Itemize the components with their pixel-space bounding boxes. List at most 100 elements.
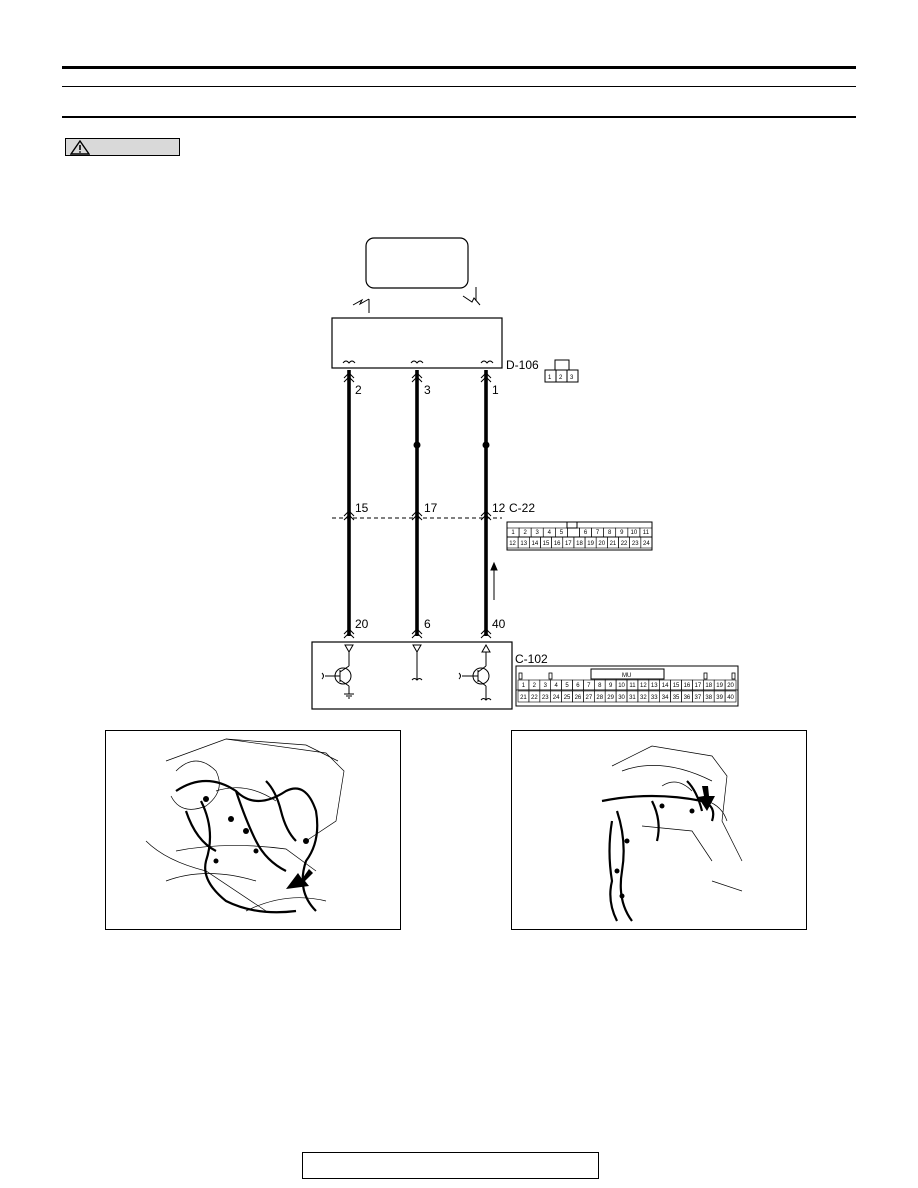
- pin-number: 4: [554, 683, 558, 689]
- pin-number: 8: [608, 530, 612, 536]
- pin-number: 6: [584, 530, 588, 536]
- top-module-box: [365, 237, 469, 289]
- pin-number: 12: [640, 683, 647, 689]
- pin-number: 19: [716, 683, 723, 689]
- pin-number: 10: [630, 530, 637, 536]
- pin-number: 24: [643, 541, 650, 547]
- black-arrow-icon: [698, 786, 715, 811]
- pin-label: 40: [492, 617, 506, 631]
- pin-number: 1: [522, 683, 526, 689]
- pin-number: 11: [629, 683, 636, 689]
- wiring-diagram: 2 3 1 D-106 15 17 12 C-22 20 6 40 1 2 3 …: [311, 237, 739, 710]
- direction-arrow-icon: [490, 561, 498, 600]
- harness-drawing-right: [601, 745, 743, 922]
- pin-number: 1: [548, 375, 552, 381]
- header-rule-top: [62, 66, 856, 69]
- pin-cell: [567, 527, 580, 538]
- pin-number: 32: [640, 695, 647, 701]
- pin-number: 39: [716, 695, 723, 701]
- pin-number: 22: [531, 695, 538, 701]
- pin-number: 4: [548, 530, 552, 536]
- pin-number: 5: [565, 683, 569, 689]
- transistor-right-icon: [458, 660, 492, 701]
- pin-number: 8: [598, 683, 602, 689]
- pin-number: 34: [662, 695, 669, 701]
- pin-number: 28: [596, 695, 603, 701]
- pin-number: 1: [511, 530, 515, 536]
- pin-number: 27: [586, 695, 593, 701]
- pin-label: 12: [492, 501, 506, 515]
- locator-photo-right: [511, 730, 807, 930]
- pin-number: 14: [532, 541, 539, 547]
- connector-c102-label: C-102: [515, 652, 548, 666]
- pin-number: 7: [596, 530, 600, 536]
- pin-number: 25: [564, 695, 571, 701]
- pin-number: 11: [643, 530, 650, 536]
- wires: [347, 370, 488, 636]
- transistor-left-icon: [321, 660, 354, 699]
- d106-connector-face: 1 2 3: [544, 359, 579, 383]
- pin-number: 2: [523, 530, 527, 536]
- pin-label: 2: [355, 383, 362, 397]
- signal-left-icon: [352, 298, 370, 313]
- pin-cell: [724, 690, 737, 703]
- pin-number: 3: [536, 530, 540, 536]
- pin-number: 17: [695, 683, 702, 689]
- pin-label: 3: [424, 383, 431, 397]
- pin-number: 5: [560, 530, 564, 536]
- pin-number: 21: [520, 695, 527, 701]
- pin-number: 30: [618, 695, 625, 701]
- header-rule-middle: [62, 86, 856, 87]
- pin-number: 6: [576, 683, 580, 689]
- pin-label: 20: [355, 617, 369, 631]
- pin-number: 37: [695, 695, 702, 701]
- lower-module-box: [311, 641, 513, 710]
- pin-number: 29: [607, 695, 614, 701]
- locator-photo-left: [105, 730, 401, 930]
- pin-number: 15: [673, 683, 680, 689]
- splice-dot: [482, 441, 490, 449]
- pin-number: 23: [542, 695, 549, 701]
- middle-module-box: [331, 317, 503, 369]
- pin-number: 7: [587, 683, 591, 689]
- harness-drawing-left: [145, 738, 345, 914]
- pin-number: 24: [553, 695, 560, 701]
- pin-number: 2: [533, 683, 537, 689]
- pin-cell: [640, 536, 653, 549]
- pin-number: 15: [543, 541, 550, 547]
- pin-number: 20: [598, 541, 605, 547]
- pin-number: 13: [520, 541, 527, 547]
- pin-number: 26: [575, 695, 582, 701]
- pin-number: 9: [609, 683, 613, 689]
- pin-number: 33: [651, 695, 658, 701]
- pin-cell: [724, 679, 737, 691]
- pin-label: 17: [424, 501, 438, 515]
- signal-right-icon: [462, 287, 481, 306]
- pin-number: 36: [684, 695, 691, 701]
- pin-number: 18: [576, 541, 583, 547]
- pin-cap: [480, 360, 494, 364]
- connector-tab-label: MU: [622, 673, 631, 679]
- pin-number: 10: [618, 683, 625, 689]
- pin-number: 3: [544, 683, 548, 689]
- pin-cap: [410, 360, 424, 364]
- pin-number: 13: [651, 683, 658, 689]
- pin-number: 2: [559, 375, 563, 381]
- pin-number: 35: [673, 695, 680, 701]
- pin-number: 17: [565, 541, 572, 547]
- pin-number: 20: [727, 683, 734, 689]
- black-arrow-icon: [286, 869, 313, 889]
- pin-number: 14: [662, 683, 669, 689]
- pin-number: 9: [620, 530, 624, 536]
- footer-box: [302, 1152, 599, 1179]
- connector-c22-label: C-22: [509, 501, 535, 515]
- caution-box: [65, 138, 180, 156]
- connector-d106-label: D-106: [506, 358, 539, 372]
- pin-label: 1: [492, 383, 499, 397]
- pin-number: 22: [621, 541, 628, 547]
- warning-triangle-icon: [70, 140, 90, 155]
- header-rule-bottom: [62, 116, 856, 118]
- pin-number: 18: [705, 683, 712, 689]
